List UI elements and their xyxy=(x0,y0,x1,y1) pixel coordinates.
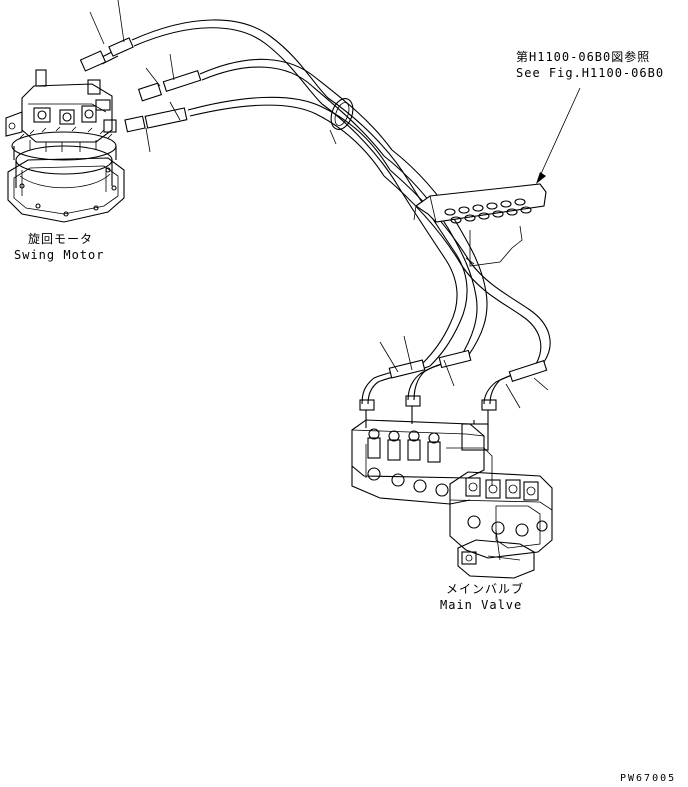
main-valve-label-en: Main Valve xyxy=(440,598,523,612)
hose-bundle xyxy=(321,97,551,367)
main-valve-icon xyxy=(351,419,553,579)
hose-clamp-icon xyxy=(329,98,354,145)
reference-label-jp: 第H1100-06B0図参照 xyxy=(516,50,651,64)
swing-motor-label-jp: 旋回モータ xyxy=(28,232,94,246)
swing-motor-icon xyxy=(5,69,125,223)
reference-arrow xyxy=(539,87,581,177)
reference-label-en: See Fig.H1100-06B0 xyxy=(516,66,665,80)
drawing-code: PW67005 xyxy=(620,773,677,784)
swing-motor-hoses xyxy=(79,0,393,177)
swing-motor-label-en: Swing Motor xyxy=(14,248,105,262)
hose-bracket-icon xyxy=(413,183,547,267)
main-valve-hoses xyxy=(359,335,549,430)
main-valve-label-jp: メインバルブ xyxy=(446,582,525,596)
